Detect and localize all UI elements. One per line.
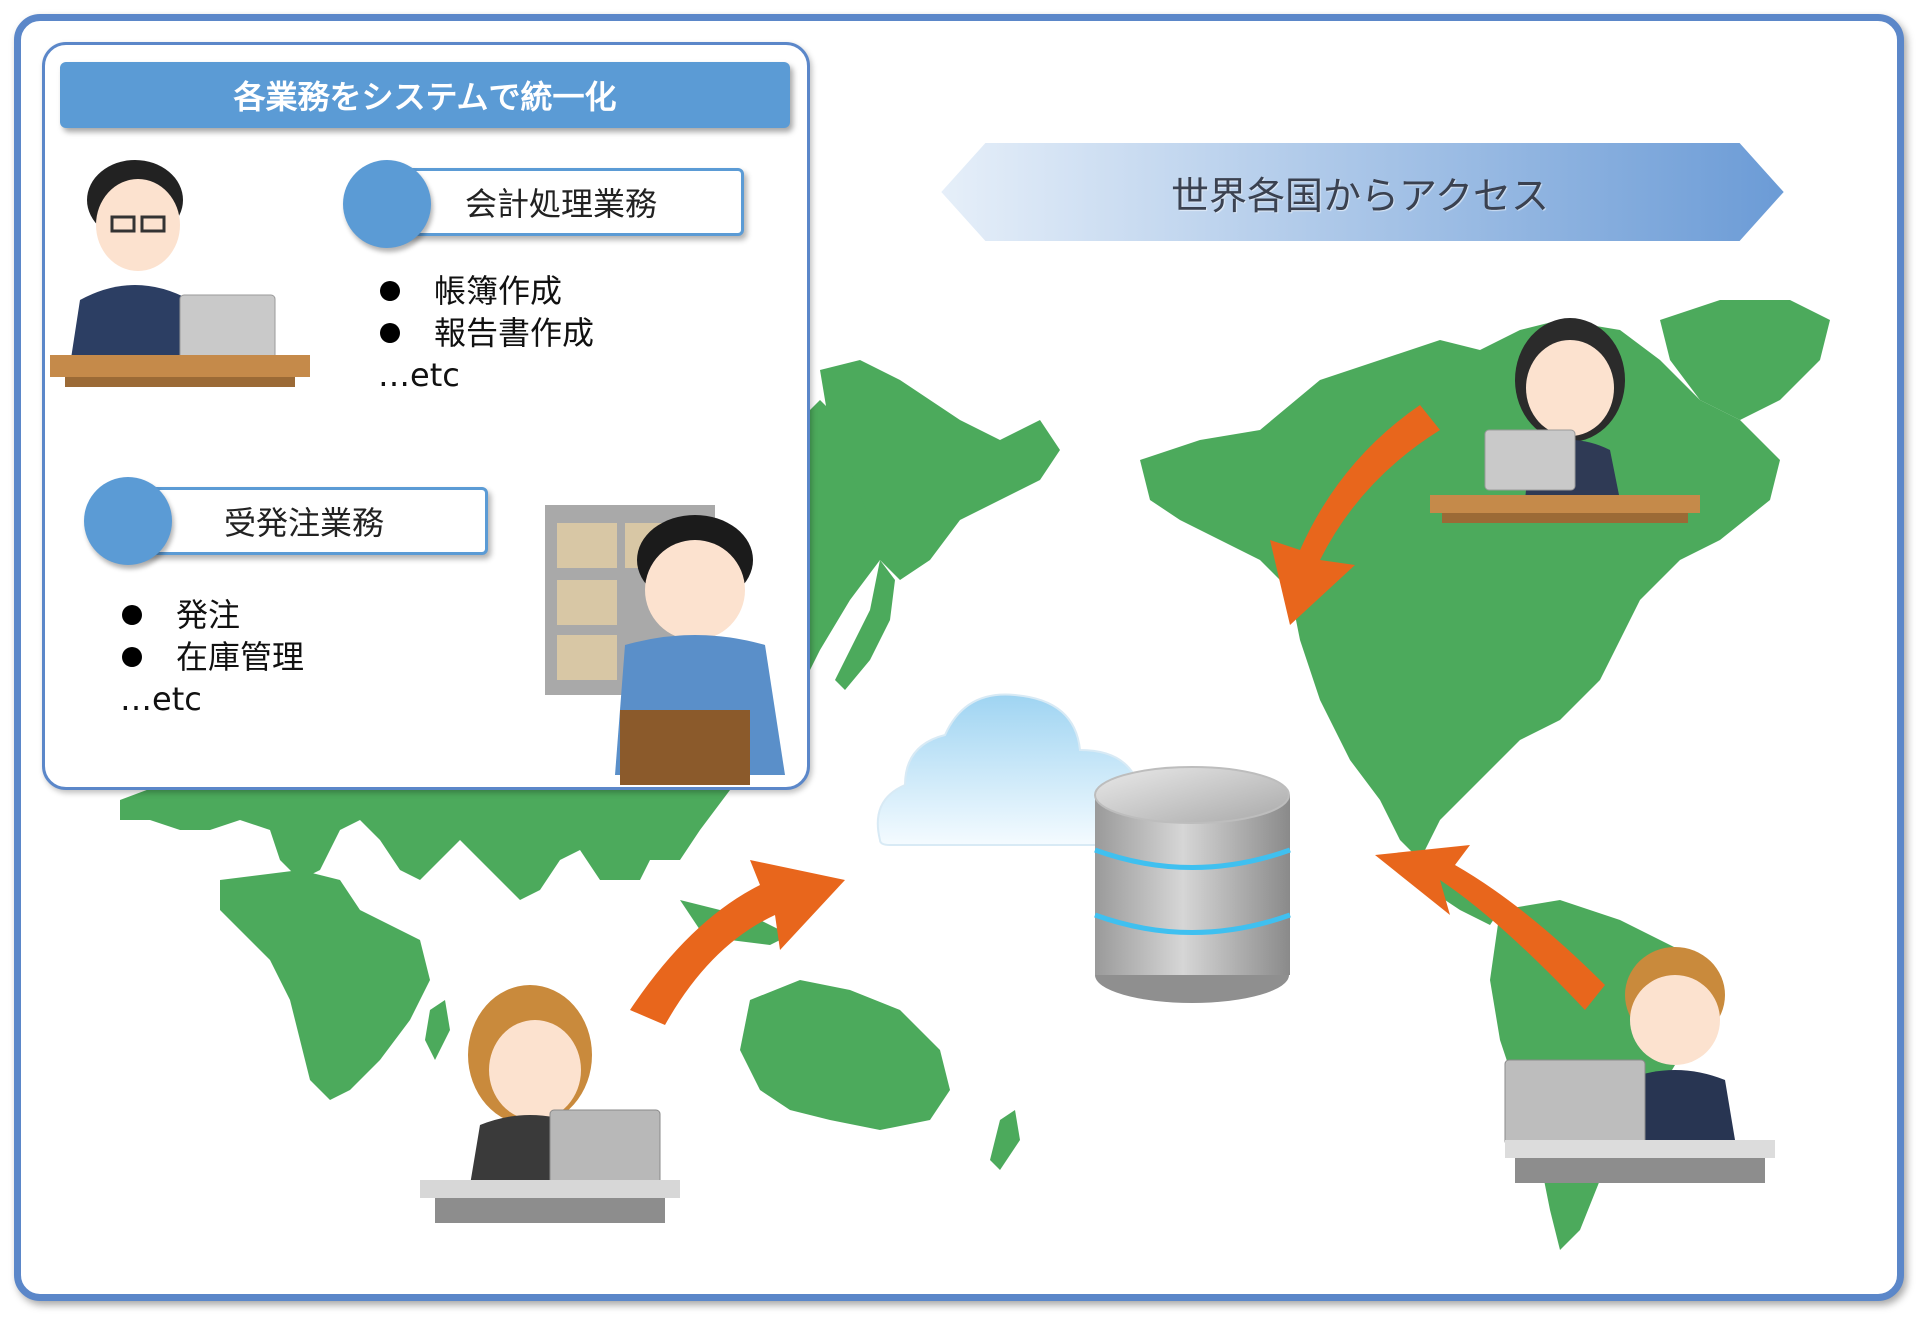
australia-landmass <box>740 980 950 1130</box>
greenland-landmass <box>1660 300 1830 420</box>
banner-arrow-shape <box>938 141 1787 243</box>
orders-task-list: 発注 在庫管理 …etc <box>120 594 304 720</box>
person-with-laptop-icon <box>1430 318 1700 523</box>
list-item: 発注 <box>120 594 304 636</box>
madagascar-landmass <box>425 1000 450 1060</box>
person-with-laptop-icon <box>420 985 680 1223</box>
africa-landmass <box>220 870 430 1100</box>
asia-north-landmass <box>820 360 1060 580</box>
arrow-icon <box>630 405 1605 1025</box>
accounting-task-list: 帳簿作成 報告書作成 …etc <box>378 270 594 396</box>
person-with-laptop-icon <box>1504 947 1775 1183</box>
panel-header: 各業務をシステムで統一化 <box>60 62 790 128</box>
japan-landmass <box>835 560 895 690</box>
list-item: 帳簿作成 <box>378 270 594 312</box>
bullet-icon <box>122 647 142 667</box>
list-etc: …etc <box>378 356 460 394</box>
database-icon <box>1094 766 1291 1003</box>
section-title-orders: 受発注業務 <box>120 487 488 555</box>
section-marker-accounting <box>343 160 431 248</box>
list-item: 在庫管理 <box>120 636 304 678</box>
section-title-accounting: 会計処理業務 <box>378 168 744 236</box>
list-item: 報告書作成 <box>378 312 594 354</box>
section-marker-orders <box>84 477 172 565</box>
bullet-icon <box>380 323 400 343</box>
global-access-banner: 世界各国からアクセス <box>1170 173 1550 218</box>
list-etc: …etc <box>120 680 202 718</box>
north-america-landmass <box>1140 320 1780 860</box>
bullet-icon <box>122 605 142 625</box>
newzealand-landmass <box>990 1110 1020 1170</box>
bullet-icon <box>380 281 400 301</box>
